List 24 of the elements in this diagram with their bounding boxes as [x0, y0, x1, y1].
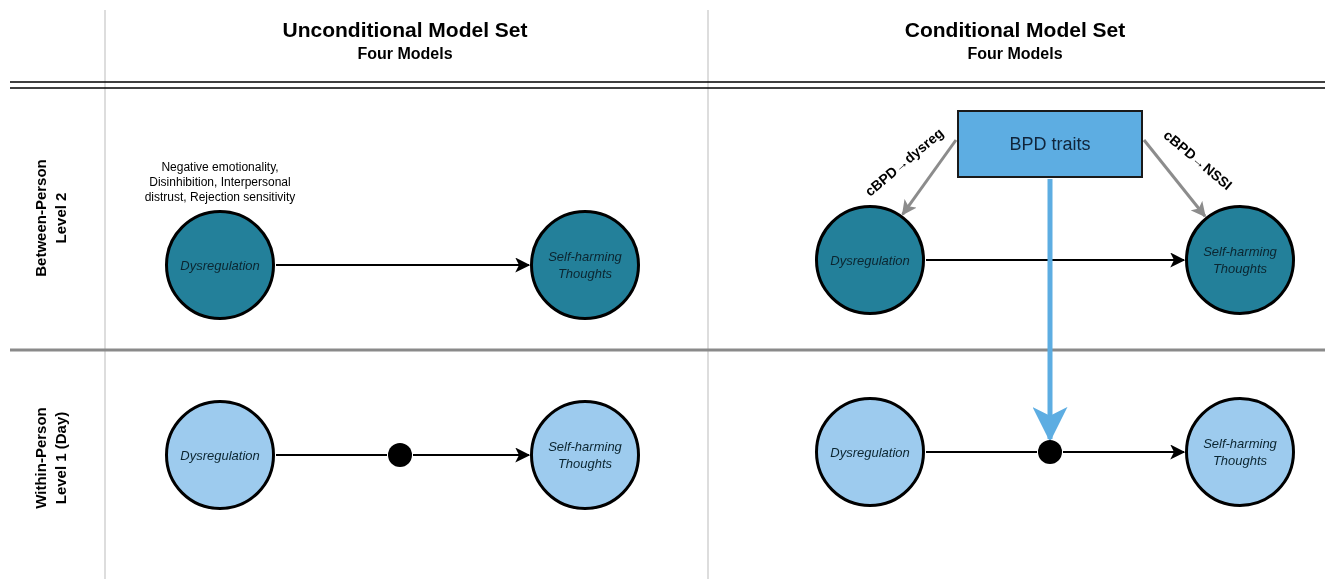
- node-label: Self-harming Thoughts: [1202, 435, 1278, 469]
- arrow: [901, 139, 958, 216]
- node-caption: Negative emotionality, Disinhibition, Interpersonal distrust, Rejection sensitivity: [143, 160, 297, 205]
- node-label: BPD traits: [1009, 132, 1091, 156]
- trait-box: [957, 110, 1143, 178]
- arrow: [1062, 444, 1186, 460]
- arrow: [275, 257, 531, 273]
- column-header: Four Models: [357, 44, 453, 64]
- row-header: Between-Person Level 2: [30, 158, 69, 279]
- arrow: [412, 447, 531, 463]
- arrow: [1142, 139, 1207, 218]
- node-label: Dysregulation: [829, 251, 911, 269]
- node-label: Dysregulation: [829, 443, 911, 461]
- node-label: Dysregulation: [179, 446, 261, 464]
- node-label: Self-harming Thoughts: [1202, 243, 1278, 277]
- row-header: Within-Person Level 1 (Day): [30, 406, 70, 511]
- arrow: [925, 252, 1186, 268]
- node-label: Self-harming Thoughts: [547, 438, 623, 472]
- arrow: [1032, 179, 1068, 442]
- node-label: Dysregulation: [179, 256, 261, 274]
- node-label: Self-harming Thoughts: [547, 248, 623, 282]
- column-header: Four Models: [967, 44, 1063, 64]
- column-header: Conditional Model Set: [904, 17, 1126, 43]
- column-header: Unconditional Model Set: [282, 17, 528, 43]
